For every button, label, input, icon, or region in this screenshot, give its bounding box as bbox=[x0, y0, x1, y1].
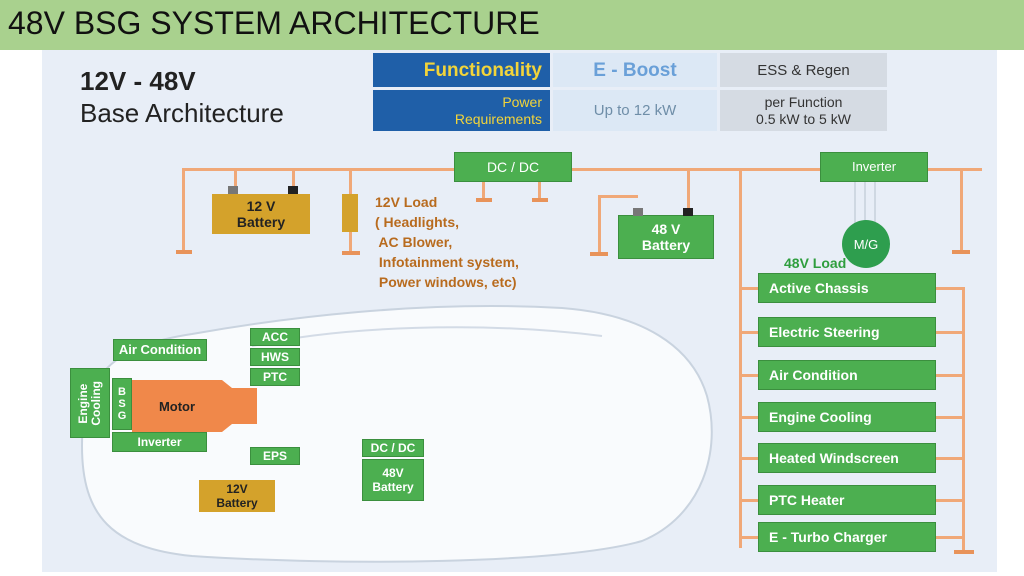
car-hws: HWS bbox=[250, 348, 300, 366]
mg-wire-3 bbox=[874, 180, 876, 226]
load-active-chassis: Active Chassis bbox=[758, 273, 936, 303]
car-bsg: BSG bbox=[112, 378, 132, 430]
left-drop-wire bbox=[182, 168, 185, 252]
load-e-turbo-charger: E - Turbo Charger bbox=[758, 522, 936, 552]
table-cell-ess-power: per Function 0.5 kW to 5 kW bbox=[720, 90, 887, 131]
dcdc-converter: DC / DC bbox=[454, 152, 572, 182]
bat48-top-wire bbox=[598, 195, 638, 198]
ground-left bbox=[176, 250, 192, 254]
car-motor bbox=[132, 380, 257, 432]
load-engine-cooling: Engine Cooling bbox=[758, 402, 936, 432]
car-air-condition: Air Condition bbox=[113, 339, 207, 361]
feed-active-chassis bbox=[742, 287, 758, 290]
feed-heated-windscreen bbox=[742, 457, 758, 460]
dcdc-ground-right bbox=[532, 198, 548, 202]
slide-title: 48V BSG SYSTEM ARCHITECTURE bbox=[8, 5, 540, 41]
return-active-chassis bbox=[936, 287, 964, 290]
ground-bat48 bbox=[590, 252, 608, 256]
bat48-pos-wire bbox=[687, 168, 690, 208]
dcdc-ground-left bbox=[476, 198, 492, 202]
feed-e-turbo-charger bbox=[742, 536, 758, 539]
feed-ptc-heater bbox=[742, 499, 758, 502]
table-row-power-requirements: Power Requirements bbox=[373, 90, 550, 131]
battery-48v: 48 V Battery bbox=[618, 215, 714, 259]
battery-12v: 12 V Battery bbox=[212, 194, 310, 234]
dcdc-right-drop bbox=[538, 180, 541, 200]
battery-12v-terminal-pos bbox=[228, 186, 238, 194]
feed-air-condition bbox=[742, 374, 758, 377]
table-header-functionality: Functionality bbox=[373, 53, 550, 87]
load-12v-text: 12V Load ( Headlights, AC Blower, Infota… bbox=[375, 194, 519, 290]
mg-wire-1 bbox=[854, 180, 856, 226]
battery-48v-terminal-pos bbox=[633, 208, 643, 216]
car-ptc: PTC bbox=[250, 368, 300, 386]
return-ptc-heater bbox=[936, 499, 964, 502]
car-dcdc: DC / DC bbox=[362, 439, 424, 457]
load-heated-windscreen: Heated Windscreen bbox=[758, 443, 936, 473]
feed-engine-cooling bbox=[742, 416, 758, 419]
ground-load48 bbox=[954, 550, 974, 554]
car-acc: ACC bbox=[250, 328, 300, 346]
bat48-left-wire bbox=[598, 195, 601, 255]
table-cell-eboost-power: Up to 12 kW bbox=[553, 90, 717, 131]
car-48v-battery: 48V Battery bbox=[362, 459, 424, 501]
ground-right bbox=[952, 250, 970, 254]
dcdc-left-drop bbox=[482, 180, 485, 200]
return-heated-windscreen bbox=[936, 457, 964, 460]
load-electric-steering: Electric Steering bbox=[758, 317, 936, 347]
car-eps: EPS bbox=[250, 447, 300, 465]
feed-electric-steering bbox=[742, 331, 758, 334]
battery-48v-terminal-neg bbox=[683, 208, 693, 216]
bat12-neg-wire bbox=[292, 168, 295, 186]
return-air-condition bbox=[936, 374, 964, 377]
load-48v-label: 48V Load bbox=[784, 255, 847, 271]
power-requirements-table: Functionality E - Boost ESS & Regen Powe… bbox=[373, 53, 887, 131]
main-bus-wire bbox=[182, 168, 982, 171]
inverter: Inverter bbox=[820, 152, 928, 182]
car-inverter: Inverter bbox=[112, 432, 207, 452]
load-air-condition: Air Condition bbox=[758, 360, 936, 390]
slide-title-bar: 48V BSG SYSTEM ARCHITECTURE bbox=[0, 0, 1024, 50]
table-header-ess-regen: ESS & Regen bbox=[720, 53, 887, 87]
car-12v-battery: 12V Battery bbox=[199, 480, 275, 512]
load48-bus-wire bbox=[739, 168, 742, 548]
motor-generator: M/G bbox=[842, 220, 890, 268]
return-e-turbo-charger bbox=[936, 536, 964, 539]
bat12-pos-wire bbox=[234, 168, 237, 186]
load-12v-resistor bbox=[342, 194, 358, 232]
return-engine-cooling bbox=[936, 416, 964, 419]
load-ptc-heater: PTC Heater bbox=[758, 485, 936, 515]
mg-wire-2 bbox=[864, 180, 866, 226]
right-drop-wire bbox=[960, 168, 963, 252]
architecture-panel: 12V - 48V Base Architecture Functionalit… bbox=[42, 50, 997, 572]
car-bsg-label: BSG bbox=[116, 386, 128, 422]
table-header-eboost: E - Boost bbox=[553, 53, 717, 87]
car-motor-label: Motor bbox=[158, 398, 196, 414]
car-engine-cooling-label: Engine Cooling bbox=[76, 380, 103, 426]
heading-voltage: 12V - 48V bbox=[80, 66, 196, 96]
load48-return-wire bbox=[962, 287, 965, 552]
return-electric-steering bbox=[936, 331, 964, 334]
battery-12v-terminal-neg bbox=[288, 186, 298, 194]
car-engine-cooling: Engine Cooling bbox=[70, 368, 110, 438]
ground-load12 bbox=[342, 251, 360, 255]
heading-base-architecture: Base Architecture bbox=[80, 98, 284, 128]
